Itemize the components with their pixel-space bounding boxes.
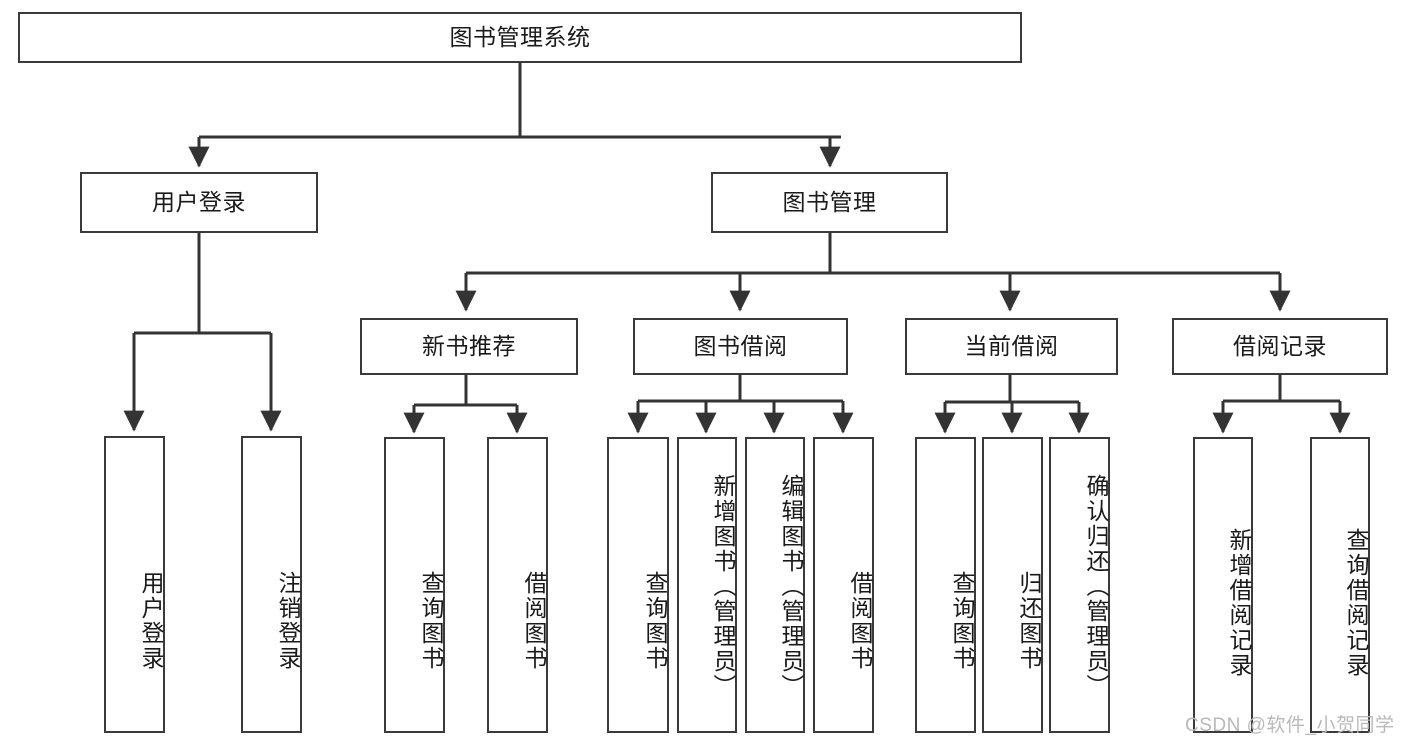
- node-leaf-edit-book[interactable]: 编辑图书（管理员）: [745, 437, 805, 733]
- node-leaf-logout[interactable]: 注销登录: [241, 436, 302, 733]
- node-new-book-rec[interactable]: 新书推荐: [360, 318, 578, 375]
- node-user-login[interactable]: 用户登录: [80, 172, 318, 233]
- node-borrow-record[interactable]: 借阅记录: [1172, 318, 1388, 375]
- node-book-borrow-label: 图书借阅: [693, 333, 788, 360]
- node-user-login-label: 用户登录: [152, 189, 246, 216]
- node-current-borrow[interactable]: 当前借阅: [905, 318, 1118, 375]
- node-leaf-confirm-return[interactable]: 确认归还（管理员）: [1049, 437, 1110, 733]
- node-leaf-query-record-label: 查询借阅记录: [1343, 528, 1369, 678]
- node-leaf-borrow-book-2-label: 借阅图书: [847, 571, 873, 671]
- node-leaf-query-record[interactable]: 查询借阅记录: [1310, 437, 1370, 733]
- node-leaf-return-book[interactable]: 归还图书: [982, 437, 1043, 733]
- node-leaf-add-record-label: 新增借阅记录: [1226, 528, 1252, 678]
- node-borrow-record-label: 借阅记录: [1233, 333, 1327, 360]
- node-book-manage[interactable]: 图书管理: [711, 172, 948, 233]
- node-leaf-user-login-label: 用户登录: [138, 570, 164, 671]
- node-leaf-borrow-book-2[interactable]: 借阅图书: [813, 437, 874, 733]
- node-book-borrow[interactable]: 图书借阅: [633, 318, 848, 375]
- node-root[interactable]: 图书管理系统: [18, 12, 1022, 63]
- node-leaf-query-book-1[interactable]: 查询图书: [384, 437, 445, 733]
- node-leaf-user-login[interactable]: 用户登录: [104, 436, 165, 733]
- node-book-manage-label: 图书管理: [782, 189, 877, 216]
- node-leaf-borrow-book-1-label: 借阅图书: [521, 571, 547, 671]
- node-leaf-query-book-2[interactable]: 查询图书: [607, 437, 669, 733]
- node-leaf-query-book-2-label: 查询图书: [642, 571, 668, 671]
- csdn-watermark: CSDN @软件_小贺同学: [1185, 715, 1395, 736]
- node-leaf-return-book-label: 归还图书: [1016, 571, 1042, 671]
- node-leaf-query-book-3-label: 查询图书: [949, 571, 975, 671]
- node-leaf-add-record[interactable]: 新增借阅记录: [1193, 437, 1253, 733]
- node-new-book-rec-label: 新书推荐: [422, 333, 516, 360]
- node-leaf-query-book-3[interactable]: 查询图书: [915, 437, 976, 733]
- node-leaf-logout-label: 注销登录: [275, 570, 301, 671]
- node-leaf-add-book[interactable]: 新增图书（管理员）: [677, 437, 737, 733]
- node-leaf-confirm-return-label: 确认归还（管理员）: [1083, 473, 1109, 699]
- node-current-borrow-label: 当前借阅: [964, 333, 1059, 360]
- node-leaf-edit-book-label: 编辑图书（管理员）: [778, 473, 804, 699]
- node-leaf-query-book-1-label: 查询图书: [418, 571, 444, 671]
- node-root-label: 图书管理系统: [449, 24, 591, 51]
- node-leaf-borrow-book-1[interactable]: 借阅图书: [487, 437, 548, 733]
- node-leaf-add-book-label: 新增图书（管理员）: [710, 473, 736, 699]
